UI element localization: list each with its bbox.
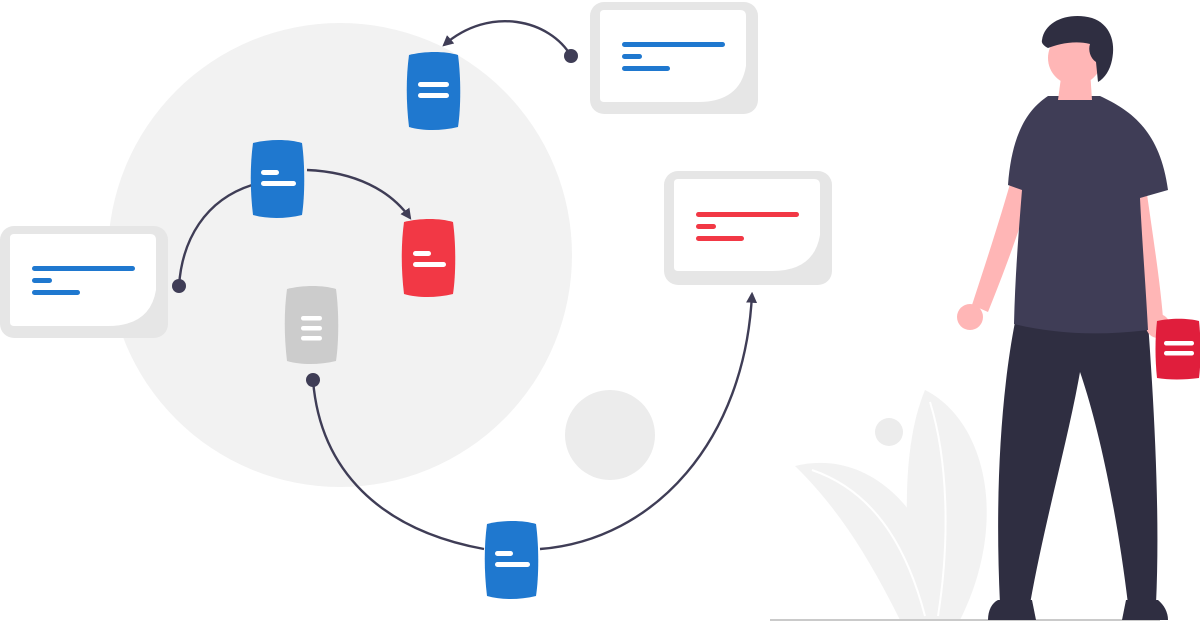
- card-face: [600, 10, 746, 102]
- card-line: [696, 224, 716, 229]
- arrow-middle: [306, 168, 412, 220]
- connector-dot: [172, 279, 186, 293]
- person-hand-left: [957, 304, 983, 330]
- card-line: [622, 54, 642, 59]
- person-shirt: [1008, 96, 1168, 334]
- arrow-left-curve: [177, 183, 253, 287]
- document-icon: [1155, 318, 1200, 380]
- document-icon: [284, 286, 339, 364]
- plant-leaf-right: [906, 390, 987, 620]
- document-icon: [406, 52, 461, 130]
- arrow-bottom-left: [311, 379, 485, 551]
- person-head: [1048, 31, 1102, 85]
- card-face: [10, 234, 156, 326]
- plant-vein-right: [929, 401, 947, 617]
- text-card-top: [590, 2, 758, 114]
- flow-arrows: [177, 20, 758, 551]
- background-dot: [875, 418, 903, 446]
- card-line: [622, 66, 670, 71]
- card-line: [696, 236, 744, 241]
- connector-dot: [564, 49, 578, 63]
- document-icon: [250, 140, 305, 218]
- arrow-bottom-right: [539, 291, 758, 551]
- leaf-plant: [795, 390, 987, 620]
- person-shoe-right: [1122, 600, 1168, 620]
- person-legs: [998, 322, 1158, 604]
- plant-vein-left: [811, 469, 926, 617]
- text-card-right: [664, 171, 832, 285]
- card-line: [32, 278, 52, 283]
- card-line: [696, 212, 799, 217]
- card-line: [32, 290, 80, 295]
- arrow-top: [442, 20, 573, 57]
- background-circle-small: [565, 390, 655, 480]
- connector-dot: [306, 373, 320, 387]
- standing-person: [957, 16, 1200, 620]
- card-line: [32, 266, 135, 271]
- text-card-left: [0, 226, 168, 338]
- person-hair: [1041, 16, 1114, 82]
- document-icon: [401, 219, 456, 297]
- card-face: [674, 179, 820, 271]
- person-arm-left: [972, 170, 1034, 312]
- document-icon: [484, 521, 539, 599]
- person-shoe-left: [988, 600, 1036, 620]
- background-circle-large: [108, 23, 572, 487]
- card-line: [622, 42, 725, 47]
